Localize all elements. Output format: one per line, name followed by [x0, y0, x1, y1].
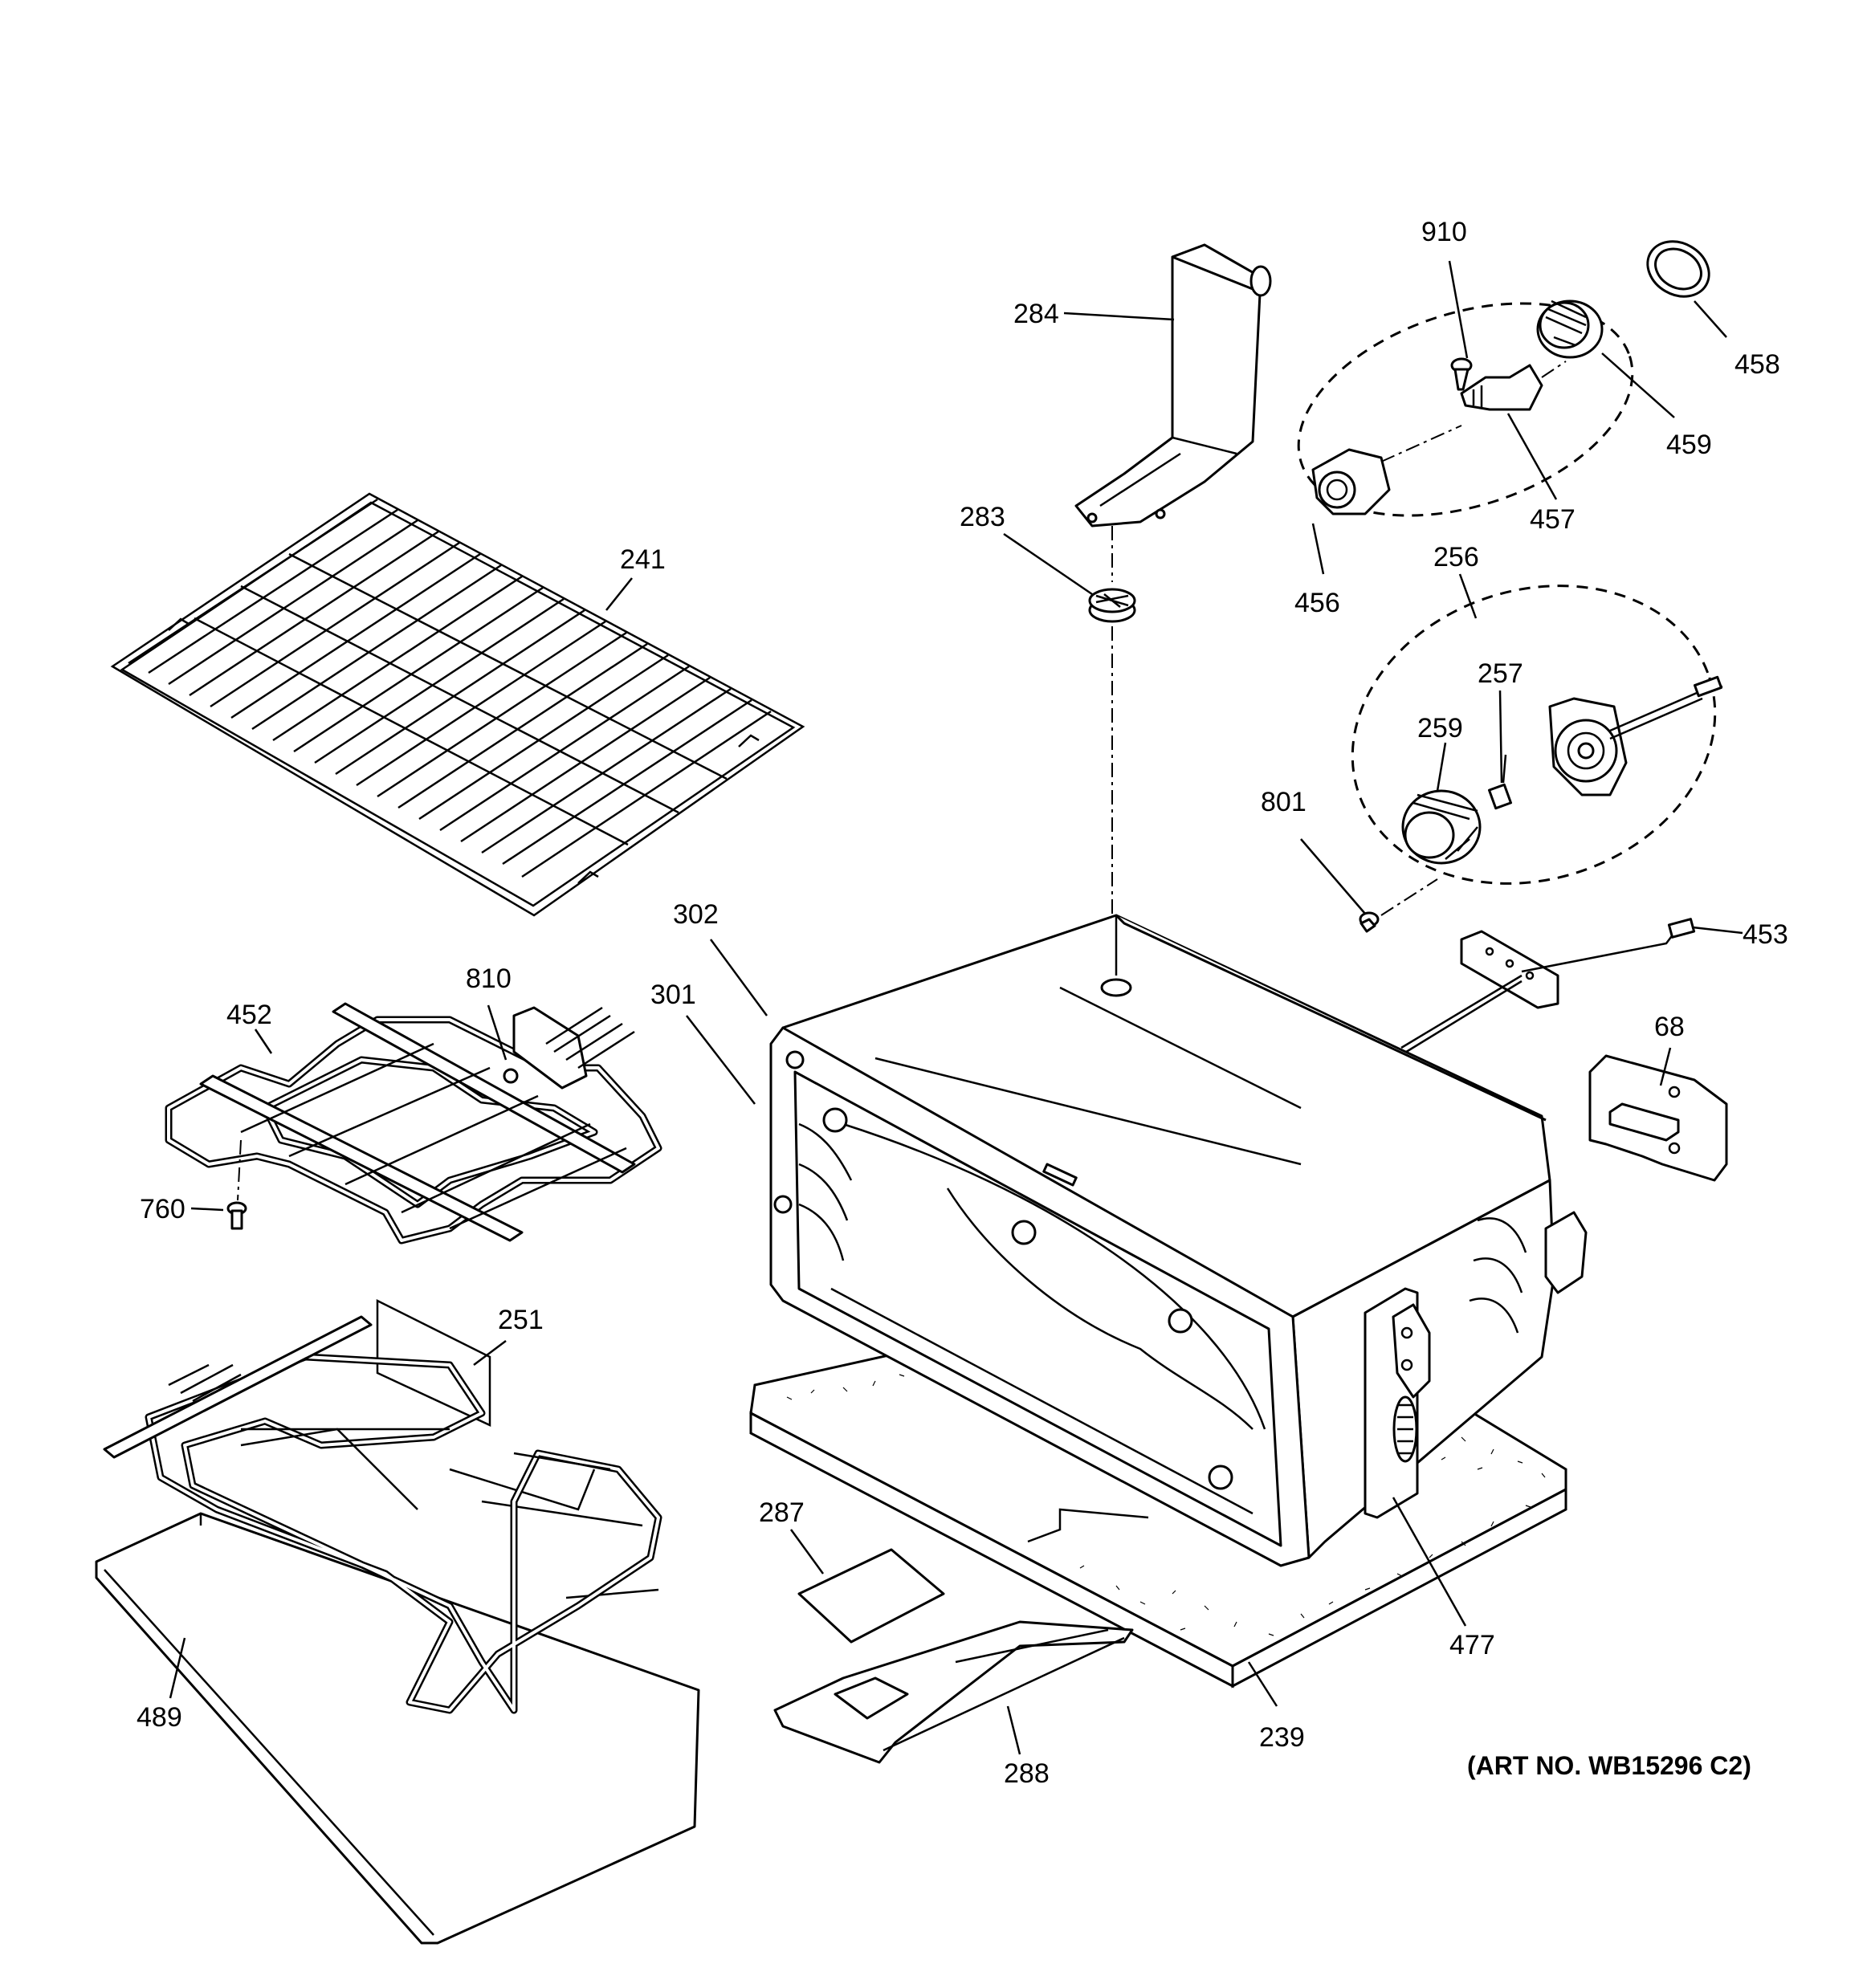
callout-283: 283 — [960, 502, 1005, 532]
callout-810: 810 — [466, 963, 512, 994]
bracket-68 — [1588, 1054, 1728, 1182]
callout-453: 453 — [1743, 919, 1788, 950]
callout-760: 760 — [140, 1194, 185, 1224]
callout-457: 457 — [1530, 504, 1576, 535]
callout-459: 459 — [1666, 430, 1712, 460]
screw-801 — [1359, 911, 1380, 933]
bake-element — [103, 1315, 662, 1714]
callout-456: 456 — [1294, 588, 1340, 618]
callout-284: 284 — [1013, 299, 1059, 329]
light-socket-456 — [1311, 448, 1391, 515]
callout-257: 257 — [1478, 658, 1523, 689]
temp-sensor-453 — [1400, 918, 1696, 1055]
light-lens-459 — [1536, 299, 1604, 359]
callout-241: 241 — [620, 544, 666, 575]
callout-256: 256 — [1433, 542, 1479, 572]
callout-910: 910 — [1421, 217, 1467, 247]
rack-bars — [128, 498, 772, 878]
label-287 — [797, 1548, 945, 1644]
door-hinge-477 — [1364, 1287, 1431, 1519]
screw-760 — [226, 1201, 247, 1230]
art-number: (ART NO. WB15296 C2) — [1467, 1751, 1751, 1780]
broil-element — [165, 1002, 662, 1245]
light-gasket-458 — [1646, 240, 1710, 298]
callout-239: 239 — [1259, 1722, 1305, 1753]
screw-910 — [1450, 357, 1473, 391]
insulation-texture — [786, 1364, 1546, 1636]
callout-251: 251 — [498, 1305, 544, 1335]
fan-hub-257 — [1487, 754, 1513, 810]
fan-motor — [1548, 675, 1723, 796]
vent-cover-288 — [773, 1620, 1134, 1764]
callout-489: 489 — [137, 1702, 182, 1733]
vent-duct — [1074, 243, 1272, 528]
callout-259: 259 — [1417, 713, 1463, 743]
callout-302: 302 — [673, 899, 719, 930]
callout-458: 458 — [1735, 349, 1780, 380]
oven-rack — [110, 492, 805, 917]
fan-blade-259 — [1401, 789, 1482, 865]
callout-68: 68 — [1654, 1012, 1685, 1042]
callout-287: 287 — [759, 1497, 805, 1528]
callout-477: 477 — [1449, 1630, 1495, 1660]
callout-301: 301 — [650, 980, 696, 1010]
light-bulb-457 — [1460, 364, 1543, 411]
bottom-tray — [95, 1298, 700, 1945]
callout-288: 288 — [1004, 1758, 1050, 1789]
callout-801: 801 — [1261, 787, 1306, 817]
filter-283 — [1088, 588, 1136, 623]
callout-452: 452 — [226, 1000, 272, 1030]
